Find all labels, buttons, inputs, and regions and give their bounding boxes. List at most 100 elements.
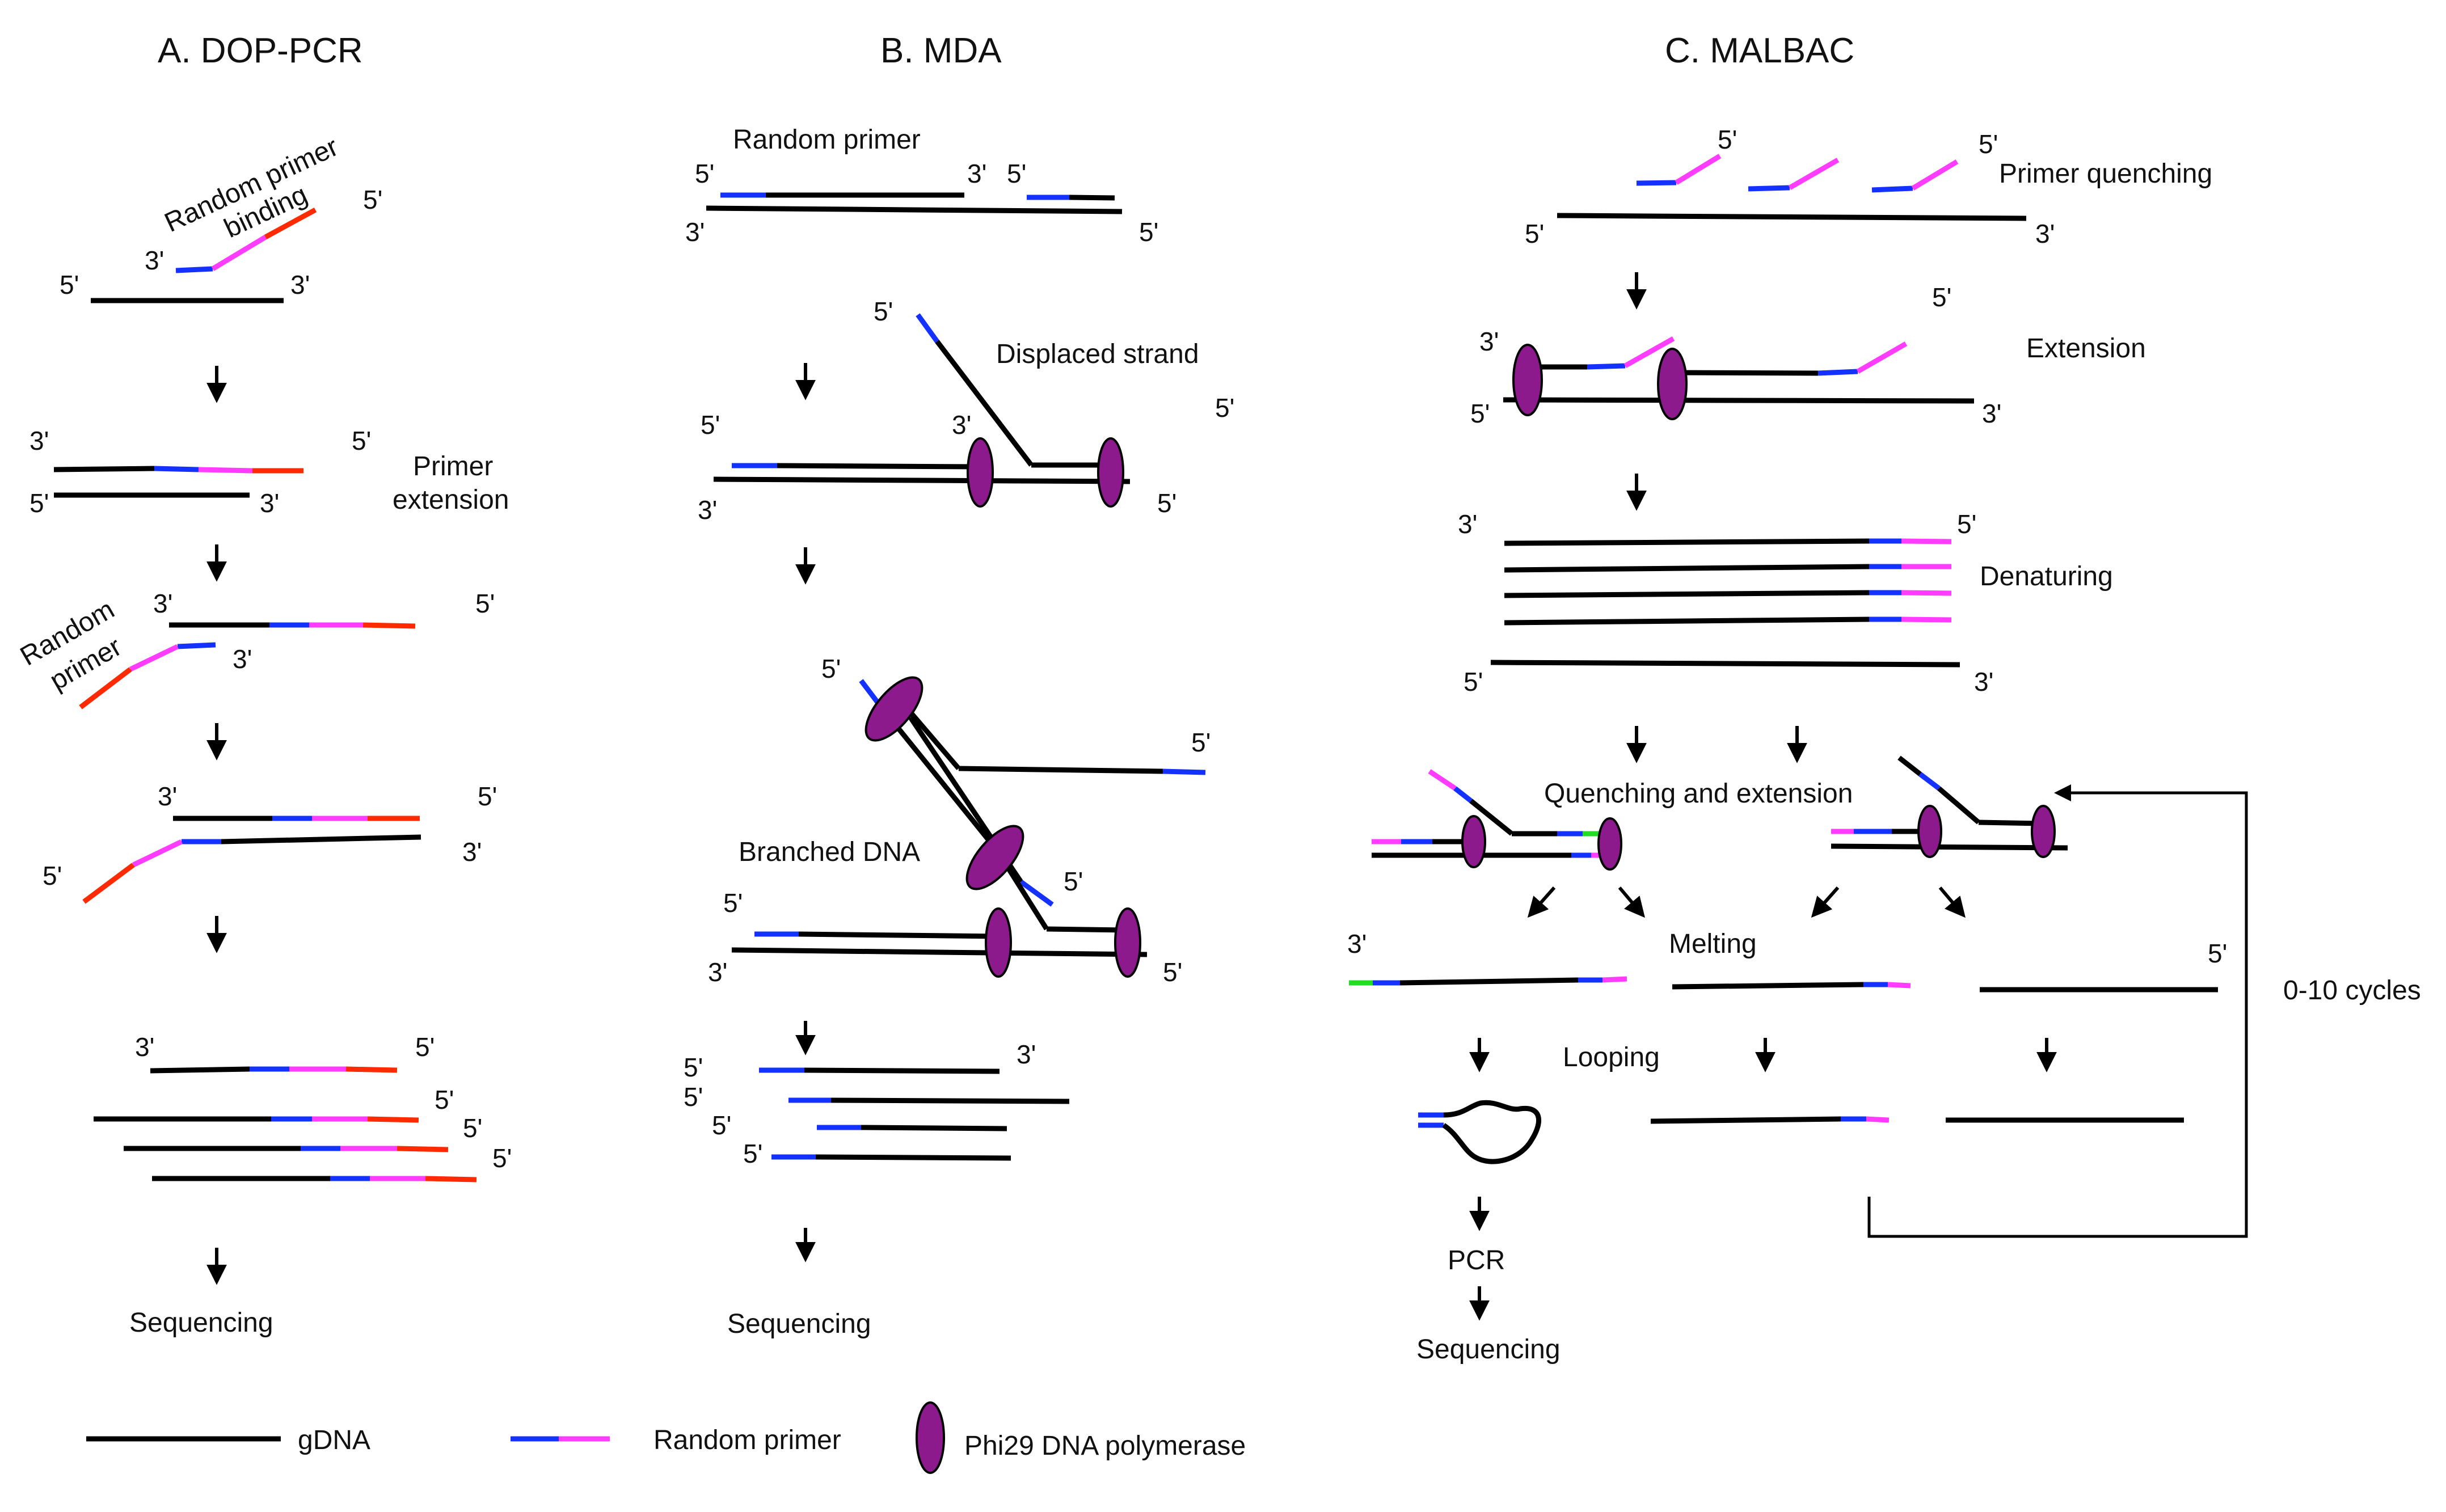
diagonal-arrow <box>1938 886 1966 918</box>
phi29-polymerase <box>1917 805 1942 858</box>
end-label: 3' <box>153 589 172 618</box>
end-label: 5' <box>29 488 49 518</box>
end-label: 5' <box>1157 488 1176 518</box>
end-label: 5' <box>43 861 62 890</box>
end-label: 3' <box>952 410 971 440</box>
phi29-polymerase <box>1512 344 1543 416</box>
panel-a-title: A. DOP-PCR <box>158 31 363 70</box>
b-step3-branched-dna: 5' 5' Branched DNA 5' 5' 3' 5' <box>708 654 1211 987</box>
b-step2-displaced-strand: 5' Displaced strand 5' 5' 3' 3' 5' <box>698 297 1234 525</box>
phi29-polymerase <box>864 676 923 742</box>
diagonal-arrow <box>1811 886 1840 918</box>
phi29-polymerase <box>1597 817 1622 871</box>
legend-polymerase-label: Phi29 DNA polymerase <box>964 1431 1246 1461</box>
quenching-extension-label: Quenching and extension <box>1544 779 1853 809</box>
end-label: 5' <box>352 426 371 455</box>
phi29-polymerase <box>967 437 994 508</box>
end-label: 5' <box>1470 399 1490 428</box>
end-label: 3' <box>1479 327 1499 356</box>
end-label: 5' <box>1163 957 1182 987</box>
end-label: 3' <box>967 159 986 188</box>
end-label: 5' <box>1932 282 1951 312</box>
cycle-feedback-loop: 0-10 cycles <box>1867 784 2421 1238</box>
diagonal-arrow <box>1527 886 1556 918</box>
end-label: 3' <box>685 217 705 247</box>
a-step1-primer-binding: 5' 3' 3' 5' Random primer binding <box>60 132 382 303</box>
panel-b-mda: B. MDA Random primer 5' 3' 5' 3' 5' 5' <box>684 31 1234 1339</box>
end-label: 3' <box>145 246 164 275</box>
b-sequencing-label: Sequencing <box>727 1309 871 1339</box>
end-label: 5' <box>701 410 720 440</box>
b-step1-random-primer: Random primer 5' 3' 5' 3' 5' <box>685 125 1158 247</box>
end-label: 3' <box>158 782 177 811</box>
end-label: 5' <box>821 654 841 683</box>
end-label: 3' <box>1458 509 1477 539</box>
c-step2-extension: 3' 5' Extension 5' 3' <box>1470 282 2146 428</box>
end-label: 3' <box>1347 929 1367 958</box>
phi29-polymerase <box>2031 805 2056 858</box>
b-random-primer-label: Random primer <box>733 125 921 155</box>
panel-c-malbac: C. MALBAC 5' 5' Primer quenching 5' 3' <box>1347 31 2421 1365</box>
end-label: 3' <box>708 957 727 987</box>
phi29-polymerase <box>985 907 1012 978</box>
end-label: 3' <box>260 488 279 518</box>
branched-dna-label: Branched DNA <box>739 837 920 867</box>
c-step4-quenching-extension: Quenching and extension <box>1372 755 2068 871</box>
end-label: 3' <box>1017 1040 1036 1069</box>
end-label: 5' <box>743 1139 762 1168</box>
end-label: 5' <box>1064 867 1083 896</box>
c-step1-primer-quenching: 5' 5' Primer quenching 5' 3' <box>1525 125 2212 248</box>
end-label: 5' <box>463 1113 482 1143</box>
primer-extension-label-2: extension <box>393 485 509 515</box>
end-label: 5' <box>475 589 495 618</box>
b-step4-products: 5' 3' 5' 5' 5' <box>684 1040 1070 1168</box>
end-label: 5' <box>1464 667 1483 696</box>
end-label: 5' <box>435 1085 454 1114</box>
phi29-polymerase <box>1461 815 1486 868</box>
legend: gDNA Random primer Phi29 DNA polymerase <box>86 1401 1246 1474</box>
primer-quenching-label: Primer quenching <box>1999 159 2212 189</box>
end-label: 5' <box>60 270 79 299</box>
cycle-arrow <box>1867 784 2248 1238</box>
end-label: 5' <box>415 1032 435 1062</box>
end-label: 3' <box>29 426 49 455</box>
end-label: 5' <box>712 1110 731 1140</box>
end-label: 5' <box>478 782 497 811</box>
a-step3-random-primer: 3' 5' 3' Random primer <box>15 589 495 709</box>
end-label: 3' <box>2035 219 2055 248</box>
end-label: 5' <box>1007 159 1026 188</box>
cycles-label: 0-10 cycles <box>2283 975 2421 1006</box>
melting-label: Melting <box>1669 929 1757 959</box>
end-label: 3' <box>135 1032 154 1062</box>
diagonal-arrow <box>1618 886 1645 918</box>
panel-a-dop-pcr: A. DOP-PCR 5' 3' 3' 5' Random primer bin… <box>15 31 512 1338</box>
a-step5-products: 3' 5' 5' 5' 5' <box>94 1032 512 1182</box>
end-label: 5' <box>1957 509 1976 539</box>
end-label: 5' <box>492 1143 512 1173</box>
end-label: 5' <box>1525 219 1544 248</box>
primer-extension-label-1: Primer <box>413 451 493 482</box>
end-label: 3' <box>233 644 252 674</box>
end-label: 5' <box>723 888 743 918</box>
panel-b-title: B. MDA <box>880 31 1002 70</box>
end-label: 5' <box>684 1053 703 1082</box>
phi29-polymerase <box>1657 348 1688 420</box>
displaced-strand-label: Displaced strand <box>996 339 1199 369</box>
phi29-polymerase <box>1097 437 1124 508</box>
a-step2-primer-extension: 3' 5' 5' 3' Primer extension <box>29 426 509 518</box>
legend-primer-label: Random primer <box>653 1425 841 1455</box>
phi29-polymerase <box>965 825 1024 890</box>
looped-dna <box>1442 1100 1542 1164</box>
c-step3-denaturing: 3' 5' Denaturing 5' 3' <box>1458 509 2113 696</box>
phi29-polymerase <box>1114 907 1141 978</box>
end-label: 3' <box>290 270 310 299</box>
end-label: 3' <box>698 495 717 525</box>
end-label: 5' <box>2208 939 2227 968</box>
a-step4-extension: 3' 5' 3' 5' <box>43 782 497 904</box>
end-label: 3' <box>462 837 482 867</box>
a-sequencing-label: Sequencing <box>129 1308 273 1338</box>
panel-c-title: C. MALBAC <box>1665 31 1854 70</box>
c-step6-looping: Looping <box>1418 1042 2184 1164</box>
legend-polymerase-swatch <box>916 1401 945 1474</box>
end-label: 3' <box>1974 667 1993 696</box>
